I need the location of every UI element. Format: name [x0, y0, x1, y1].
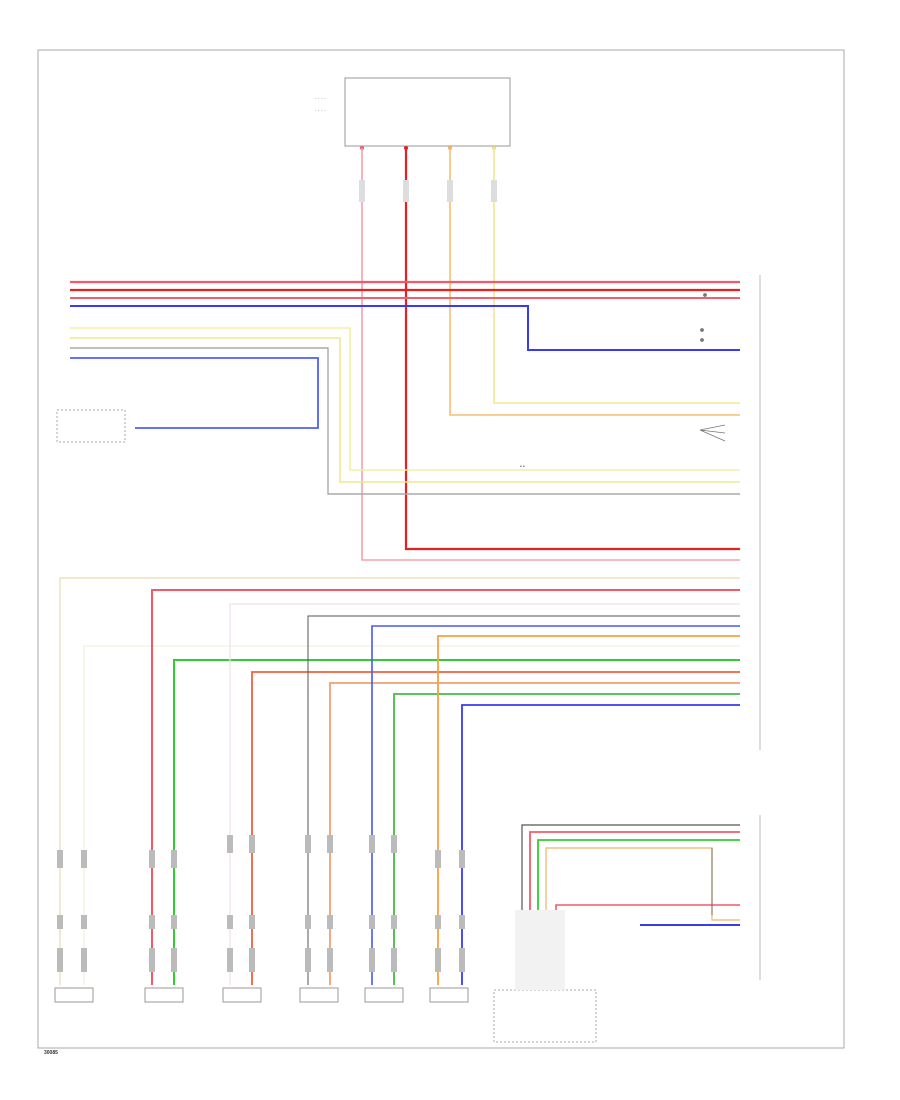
inline-connectors — [57, 835, 465, 972]
svg-text:· · · ·: · · · · — [315, 96, 326, 102]
junction-symbols: · · — [520, 293, 726, 470]
top-module: · · · · · · · · — [315, 77, 511, 150]
speaker-3 — [222, 987, 262, 1003]
speaker-2 — [144, 987, 184, 1003]
left-component — [56, 409, 126, 443]
speaker-1 — [54, 987, 94, 1003]
svg-text:· · · ·: · · · · — [315, 108, 326, 114]
lower-module — [493, 910, 597, 1043]
speaker-6 — [429, 987, 469, 1003]
speaker-4 — [299, 987, 339, 1003]
upper-harness — [70, 280, 740, 495]
svg-text:· ·: · · — [520, 464, 525, 470]
speaker-5 — [364, 987, 404, 1003]
top-drops — [359, 148, 740, 561]
diagram-frame — [37, 49, 845, 1049]
footer-code: 30085 — [44, 1050, 58, 1056]
speaker-harness — [59, 577, 740, 985]
